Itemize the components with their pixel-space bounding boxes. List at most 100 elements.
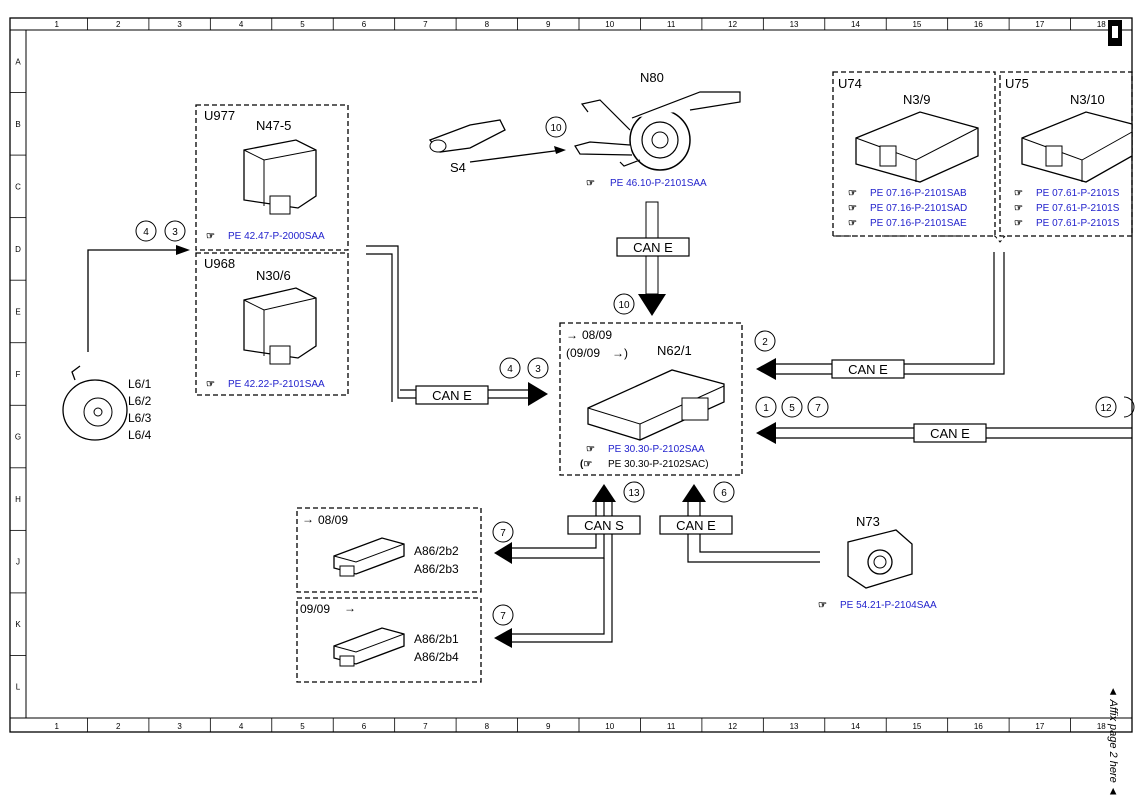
grid-row-label: C [15,182,21,191]
esp-unit-icon [243,139,317,215]
u968-ref[interactable]: PE 42.22-P-2101SAA [228,379,325,390]
grid-col-label: 17 [1035,20,1044,29]
grid-row-label: A [15,57,21,66]
callout-7-c [492,604,514,626]
svg-text:CAN S: CAN S [584,518,624,533]
grid-col-label: 14 [851,20,860,29]
grid-col-label: 11 [667,722,676,731]
u75-ref[interactable]: PE 07.61-P-2101S [1036,203,1120,214]
reference-hand-icon: ☞ [848,203,857,214]
grid-col-label: 3 [177,20,182,29]
u75-ref[interactable]: PE 07.61-P-2101S [1036,218,1120,229]
grid-row-label: K [15,620,21,629]
l6-2-label: L6/2 [128,394,152,408]
n47-5-label: N47-5 [256,118,291,133]
svg-text:7: 7 [815,403,821,414]
svg-text:4: 4 [143,227,149,238]
svg-text:2: 2 [762,337,768,348]
abs-unit-icon [243,287,317,365]
grid-col-label: 16 [974,20,983,29]
grid-row-label: F [16,370,21,379]
grid-col-label: 10 [605,20,614,29]
svg-text:13: 13 [628,488,640,499]
diagram-frame [9,17,1133,733]
callout-5 [781,396,803,418]
callout-7-b [492,521,514,543]
reference-hand-icon: ☞ [1014,218,1023,229]
grid-col-label: 11 [667,20,676,29]
svg-text:CAN E: CAN E [930,426,970,441]
can-e-box-right-top [831,359,905,379]
svg-text:→: → [302,512,314,526]
u977-ref[interactable]: PE 42.47-P-2000SAA [228,231,325,242]
grid-col-label: 8 [485,20,490,29]
grid-col-label: 18 [1097,722,1106,731]
grid-col-label: 2 [116,722,121,731]
grid-row-label: E [15,307,20,316]
ezs-ignition-icon [847,529,913,589]
a86-2b4-label: A86/2b4 [414,650,459,664]
parktronic-control-unit-icon [587,369,725,441]
svg-text:☞: ☞ [586,178,595,189]
n62-ref-1[interactable]: PE 30.30-P-2102SAA [608,444,705,455]
u75-group [999,71,1133,237]
n73-ref[interactable]: PE 54.21-P-2104SAA [840,600,937,611]
grid-row-label: J [16,558,20,567]
callout-2 [754,330,776,352]
a86-2b3-label: A86/2b3 [414,562,459,576]
grid-col-label: 15 [912,722,921,731]
n80-ref[interactable]: PE 46.10-P-2101SAA [610,178,707,189]
svg-text:→: → [344,601,356,615]
n62-ref-2[interactable]: PE 30.30-P-2102SAC) [608,459,709,470]
a86-bottom-date: 09/09 [300,602,330,616]
l6-4-label: L6/4 [128,428,152,442]
grid-col-label: 12 [728,20,737,29]
grid-row-label: L [16,683,21,692]
callout-10-b [613,293,635,315]
u968-group [195,252,349,396]
grid-col-label: 9 [546,20,551,29]
grid-col-label: 6 [362,20,367,29]
callout-10-a [545,116,567,138]
svg-text:4: 4 [507,364,513,375]
u74-ref[interactable]: PE 07.16-P-2101SAE [870,218,967,229]
a86-top-date: 08/09 [318,513,348,527]
svg-text:6: 6 [721,488,727,499]
u74-ref[interactable]: PE 07.16-P-2101SAD [870,203,967,214]
grid-col-label: 1 [54,722,59,731]
grid-col-label: 4 [239,20,244,29]
l6-1-label: L6/1 [128,377,152,391]
grid-col-label: 13 [790,722,799,731]
grid-col-label: 5 [300,722,305,731]
engine-ecu-icon-n3-10 [1021,111,1133,183]
callout-3-a [164,220,186,242]
callout-4-a [135,220,157,242]
affix-note: ◄ Affix page 2 here ◄ [1107,686,1119,797]
svg-text:☞: ☞ [206,231,215,242]
grid-col-label: 18 [1097,20,1106,29]
grid-col-label: 1 [54,20,59,29]
n73-label: N73 [856,514,880,529]
svg-text:CAN E: CAN E [633,240,673,255]
u75-ref[interactable]: PE 07.61-P-2101S [1036,188,1120,199]
svg-text:☞: ☞ [586,444,595,455]
svg-text:(☞: (☞ [580,459,592,470]
grid-row-label: H [15,495,21,504]
callout-7-a [807,396,829,418]
grid-col-label: 9 [546,722,551,731]
u75-label: U75 [1005,76,1029,91]
a86-bottom-group [296,597,482,683]
grid-col-label: 2 [116,20,121,29]
can-e-box-left [415,385,489,405]
u74-ref[interactable]: PE 07.16-P-2101SAB [870,188,967,199]
svg-text:3: 3 [535,364,541,375]
radar-sensor-icon-bottom [333,627,405,667]
u74-label: U74 [838,76,862,91]
can-e-box-bottom [659,515,733,535]
grid-row-label: D [15,245,21,254]
u968-label: U968 [204,256,235,271]
